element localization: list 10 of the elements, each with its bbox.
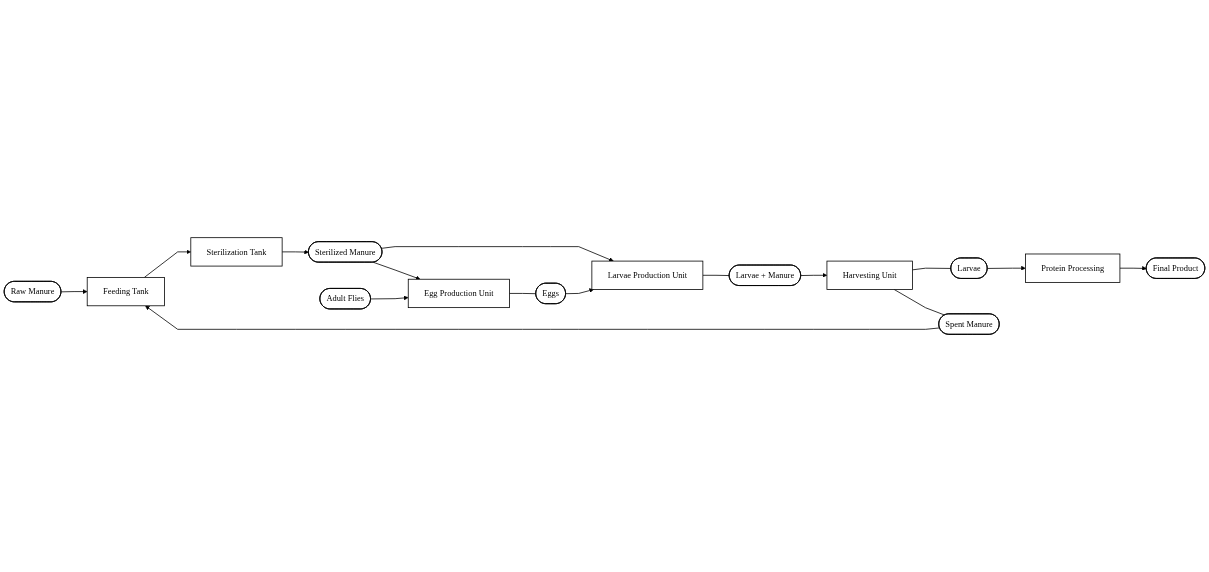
connector — [509, 293, 537, 295]
node-box: Egg Production Unit — [407, 278, 510, 309]
node-box: Protein Processing — [1025, 253, 1121, 283]
node-box: Sterilization Tank — [190, 237, 283, 267]
connector — [912, 267, 952, 271]
connector — [893, 289, 946, 316]
node-box: Larvae Production Unit — [591, 260, 704, 290]
connector — [702, 274, 730, 276]
node-box: Feeding Tank — [86, 277, 165, 307]
node-box: Harvesting Unit — [826, 260, 913, 290]
